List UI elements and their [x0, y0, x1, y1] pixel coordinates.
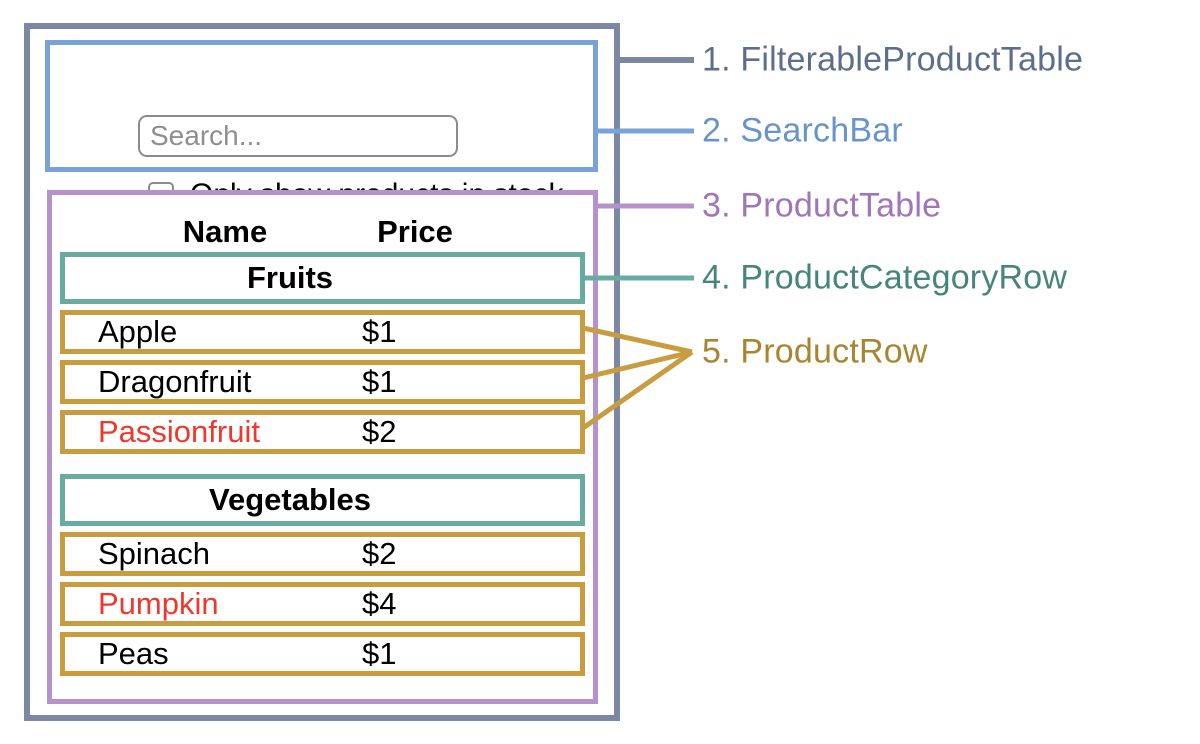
category-row-vegetables: Vegetables	[60, 474, 585, 526]
search-input[interactable]	[138, 115, 458, 157]
product-row: Pumpkin $4	[60, 582, 585, 626]
product-price: $1	[362, 364, 397, 399]
category-row-fruits: Fruits	[60, 252, 585, 304]
column-header-name: Name	[182, 214, 268, 249]
product-name: Passionfruit	[98, 414, 260, 449]
product-row: Apple $1	[60, 310, 585, 354]
column-header-price: Price	[377, 214, 453, 249]
product-name: Apple	[98, 314, 178, 349]
legend-product-category-row: 4. ProductCategoryRow	[702, 258, 1068, 297]
product-price: $2	[362, 536, 397, 571]
product-price: $1	[362, 636, 397, 671]
product-price: $4	[362, 586, 397, 621]
product-name: Pumpkin	[98, 586, 219, 621]
legend-product-table: 3. ProductTable	[702, 186, 942, 225]
product-row: Dragonfruit $1	[60, 360, 585, 404]
product-price: $2	[362, 414, 397, 449]
product-name: Spinach	[98, 536, 211, 571]
product-row: Peas $1	[60, 632, 585, 676]
legend-search-bar: 2. SearchBar	[702, 111, 903, 150]
search-bar-box: Only show products in stock	[45, 40, 598, 211]
legend-product-row: 5. ProductRow	[702, 332, 928, 371]
product-row: Passionfruit $2	[60, 410, 585, 454]
product-row: Spinach $2	[60, 532, 585, 576]
product-name: Dragonfruit	[98, 364, 252, 399]
product-name: Peas	[98, 636, 169, 671]
product-price: $1	[362, 314, 397, 349]
legend-filterable-product-table: 1. FilterableProductTable	[702, 40, 1084, 79]
